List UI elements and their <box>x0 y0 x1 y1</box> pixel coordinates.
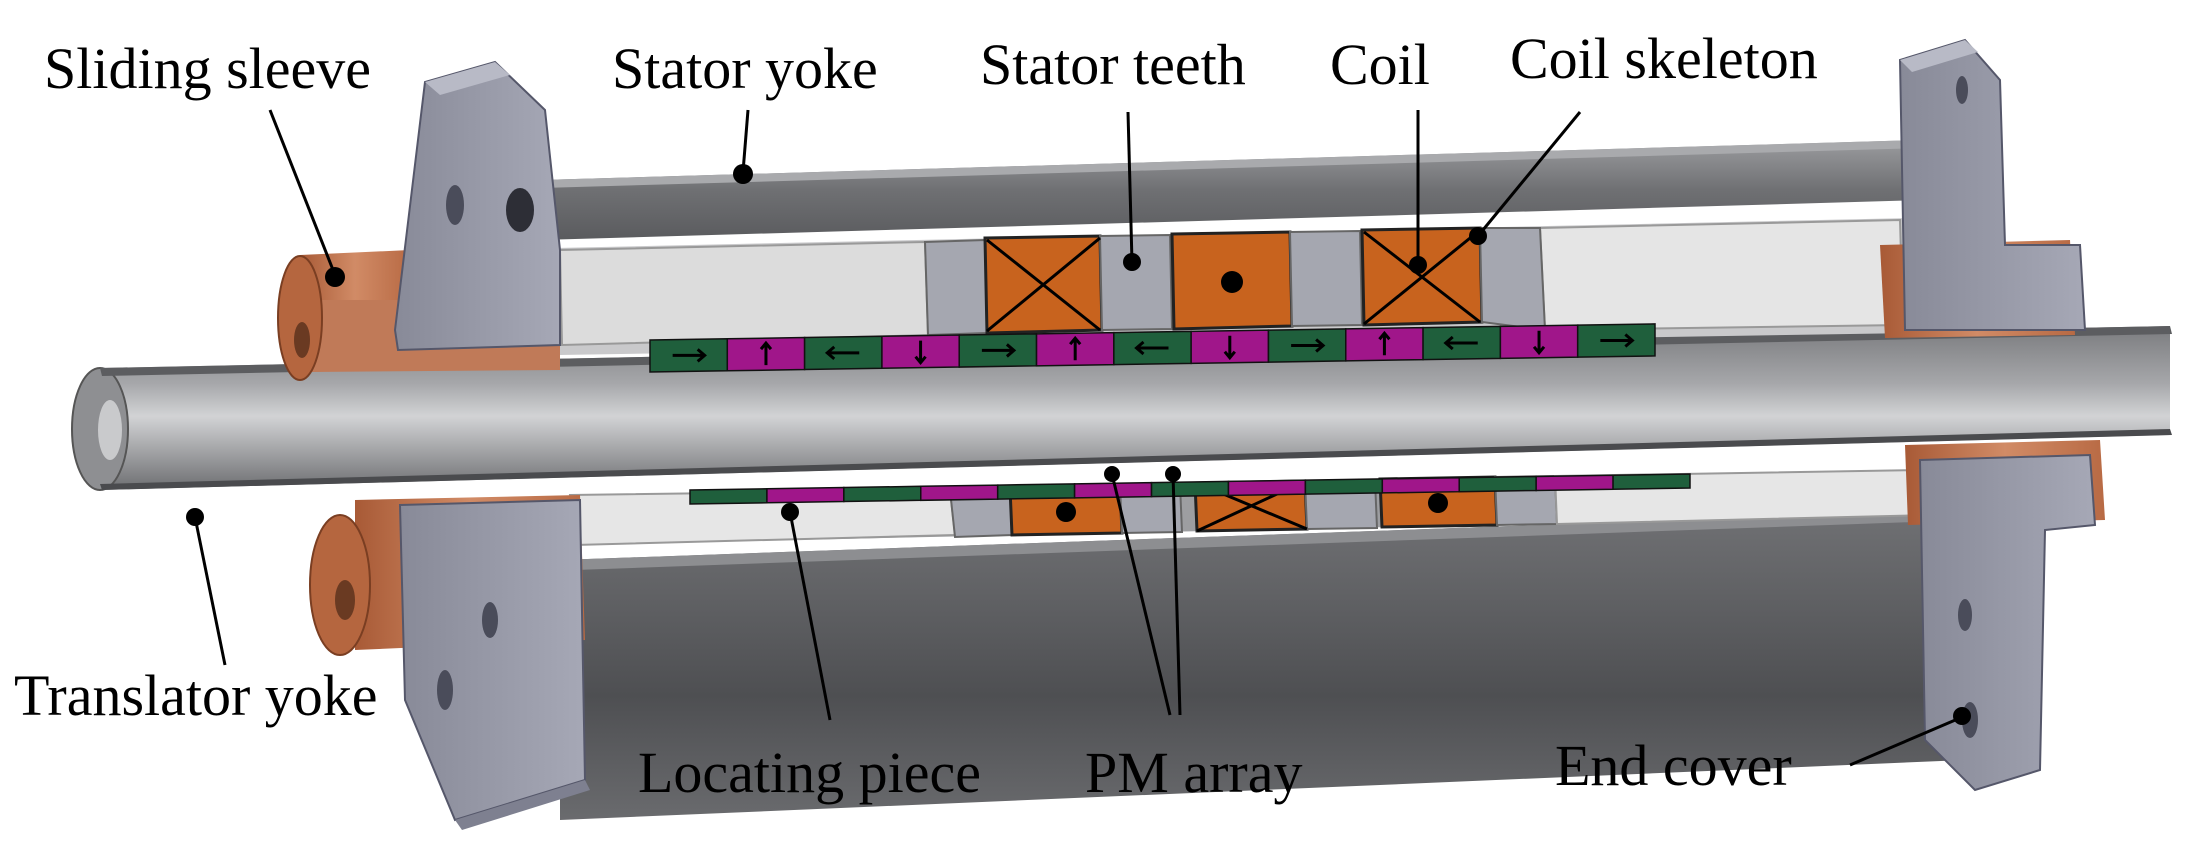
dot-translator-yoke <box>186 508 204 526</box>
label-pm-array: PM array <box>1085 740 1302 805</box>
pm-upper-arrow-2 <box>759 340 773 366</box>
pm-upper-arrow-6 <box>1069 335 1082 361</box>
leader-locating-piece <box>788 511 832 721</box>
locating-piece-upper <box>558 240 930 347</box>
dot-stator-teeth <box>1123 253 1141 271</box>
label-sliding-sleeve: Sliding sleeve <box>44 36 371 101</box>
leader-end-cover <box>1849 716 1961 767</box>
label-locating-piece: Locating piece <box>638 740 981 805</box>
dot-coil-skeleton <box>1469 227 1487 245</box>
pm-lower-segment-3 <box>843 485 922 503</box>
pm-array-upper <box>649 323 1656 373</box>
pm-upper-arrow-7 <box>1134 340 1169 356</box>
leader-lines <box>193 109 1961 767</box>
dot-pm-array-b <box>1165 466 1181 482</box>
pm-lower-segment-9 <box>1304 478 1384 495</box>
pm-upper-arrow-9 <box>1291 338 1326 353</box>
coil-cross-upper-3b <box>1363 228 1481 326</box>
stator-tooth-upper-3 <box>1288 229 1364 328</box>
pm-lower-segment-2 <box>766 486 845 504</box>
end-cover-left-lower <box>398 498 590 830</box>
leader-stator-teeth <box>1126 111 1134 263</box>
pm-upper-arrow-3 <box>824 345 860 361</box>
label-end-cover: End cover <box>1555 733 1792 798</box>
leader-pm-array-b <box>1171 473 1182 716</box>
leader-coil-skeleton <box>1476 111 1582 237</box>
dot-stator-yoke <box>733 164 753 184</box>
end-cover-right-upper <box>1898 38 2087 331</box>
pm-lower-segment-13 <box>1612 473 1691 490</box>
lower-stator-shell <box>560 510 1970 820</box>
pm-upper-arrow-13 <box>1600 333 1635 348</box>
label-stator-yoke: Stator yoke <box>612 36 878 101</box>
pm-lower-segment-4 <box>920 484 999 502</box>
pm-upper-arrow-4 <box>914 340 927 366</box>
dot-locating-piece <box>781 503 799 521</box>
locating-piece-upper-right <box>1538 218 1905 332</box>
stator-tooth-upper-4 <box>1478 227 1547 332</box>
leader-translator-yoke <box>193 516 227 666</box>
end-cover-right-lower <box>1918 453 2097 792</box>
pm-lower-segment-7 <box>1150 480 1230 498</box>
dot-end-cover <box>1953 707 1971 725</box>
leader-stator-yoke <box>741 109 750 173</box>
coil-cross-upper-1b <box>986 236 1101 333</box>
labels: Sliding sleeve Stator yoke Stator teeth … <box>14 26 1818 805</box>
coil-dot-upper-2 <box>1221 271 1243 293</box>
pm-array-lower <box>689 473 1691 505</box>
pm-upper-arrow-11 <box>1443 335 1478 351</box>
leader-sliding-sleeve <box>268 109 337 276</box>
pm-lower-segment-6 <box>1073 481 1153 499</box>
pm-lower-segment-5 <box>996 483 1076 500</box>
dot-coil <box>1409 256 1427 274</box>
pm-lower-segment-12 <box>1535 474 1614 492</box>
pm-lower-segment-11 <box>1458 475 1537 493</box>
dot-sliding-sleeve <box>325 267 345 287</box>
pm-lower-segment-10 <box>1381 476 1460 494</box>
leader-pm-array-a <box>1110 473 1172 716</box>
leader-dots <box>186 164 1971 725</box>
pm-upper-arrow-12 <box>1532 330 1546 356</box>
pm-lower-segment-8 <box>1227 479 1307 497</box>
label-stator-teeth: Stator teeth <box>980 32 1246 97</box>
label-coil: Coil <box>1330 32 1430 97</box>
pm-upper-arrow-1 <box>672 348 707 363</box>
stator-tooth-upper-1 <box>923 238 989 337</box>
coil-dot-lower-3 <box>1428 493 1448 513</box>
dot-pm-array-a <box>1104 466 1120 482</box>
pm-upper-arrow-8 <box>1223 335 1236 361</box>
upper-bore <box>555 218 1912 355</box>
pm-upper-arrow-5 <box>981 343 1017 358</box>
pm-lower-segment-1 <box>689 488 768 505</box>
pm-upper-arrow-10 <box>1378 330 1391 356</box>
stator-tooth-upper-2 <box>1098 233 1174 332</box>
label-translator-yoke: Translator yoke <box>14 663 378 728</box>
end-cover-left-upper <box>393 60 561 352</box>
coil-dot-lower-1 <box>1056 502 1076 522</box>
label-coil-skeleton: Coil skeleton <box>1510 26 1818 91</box>
